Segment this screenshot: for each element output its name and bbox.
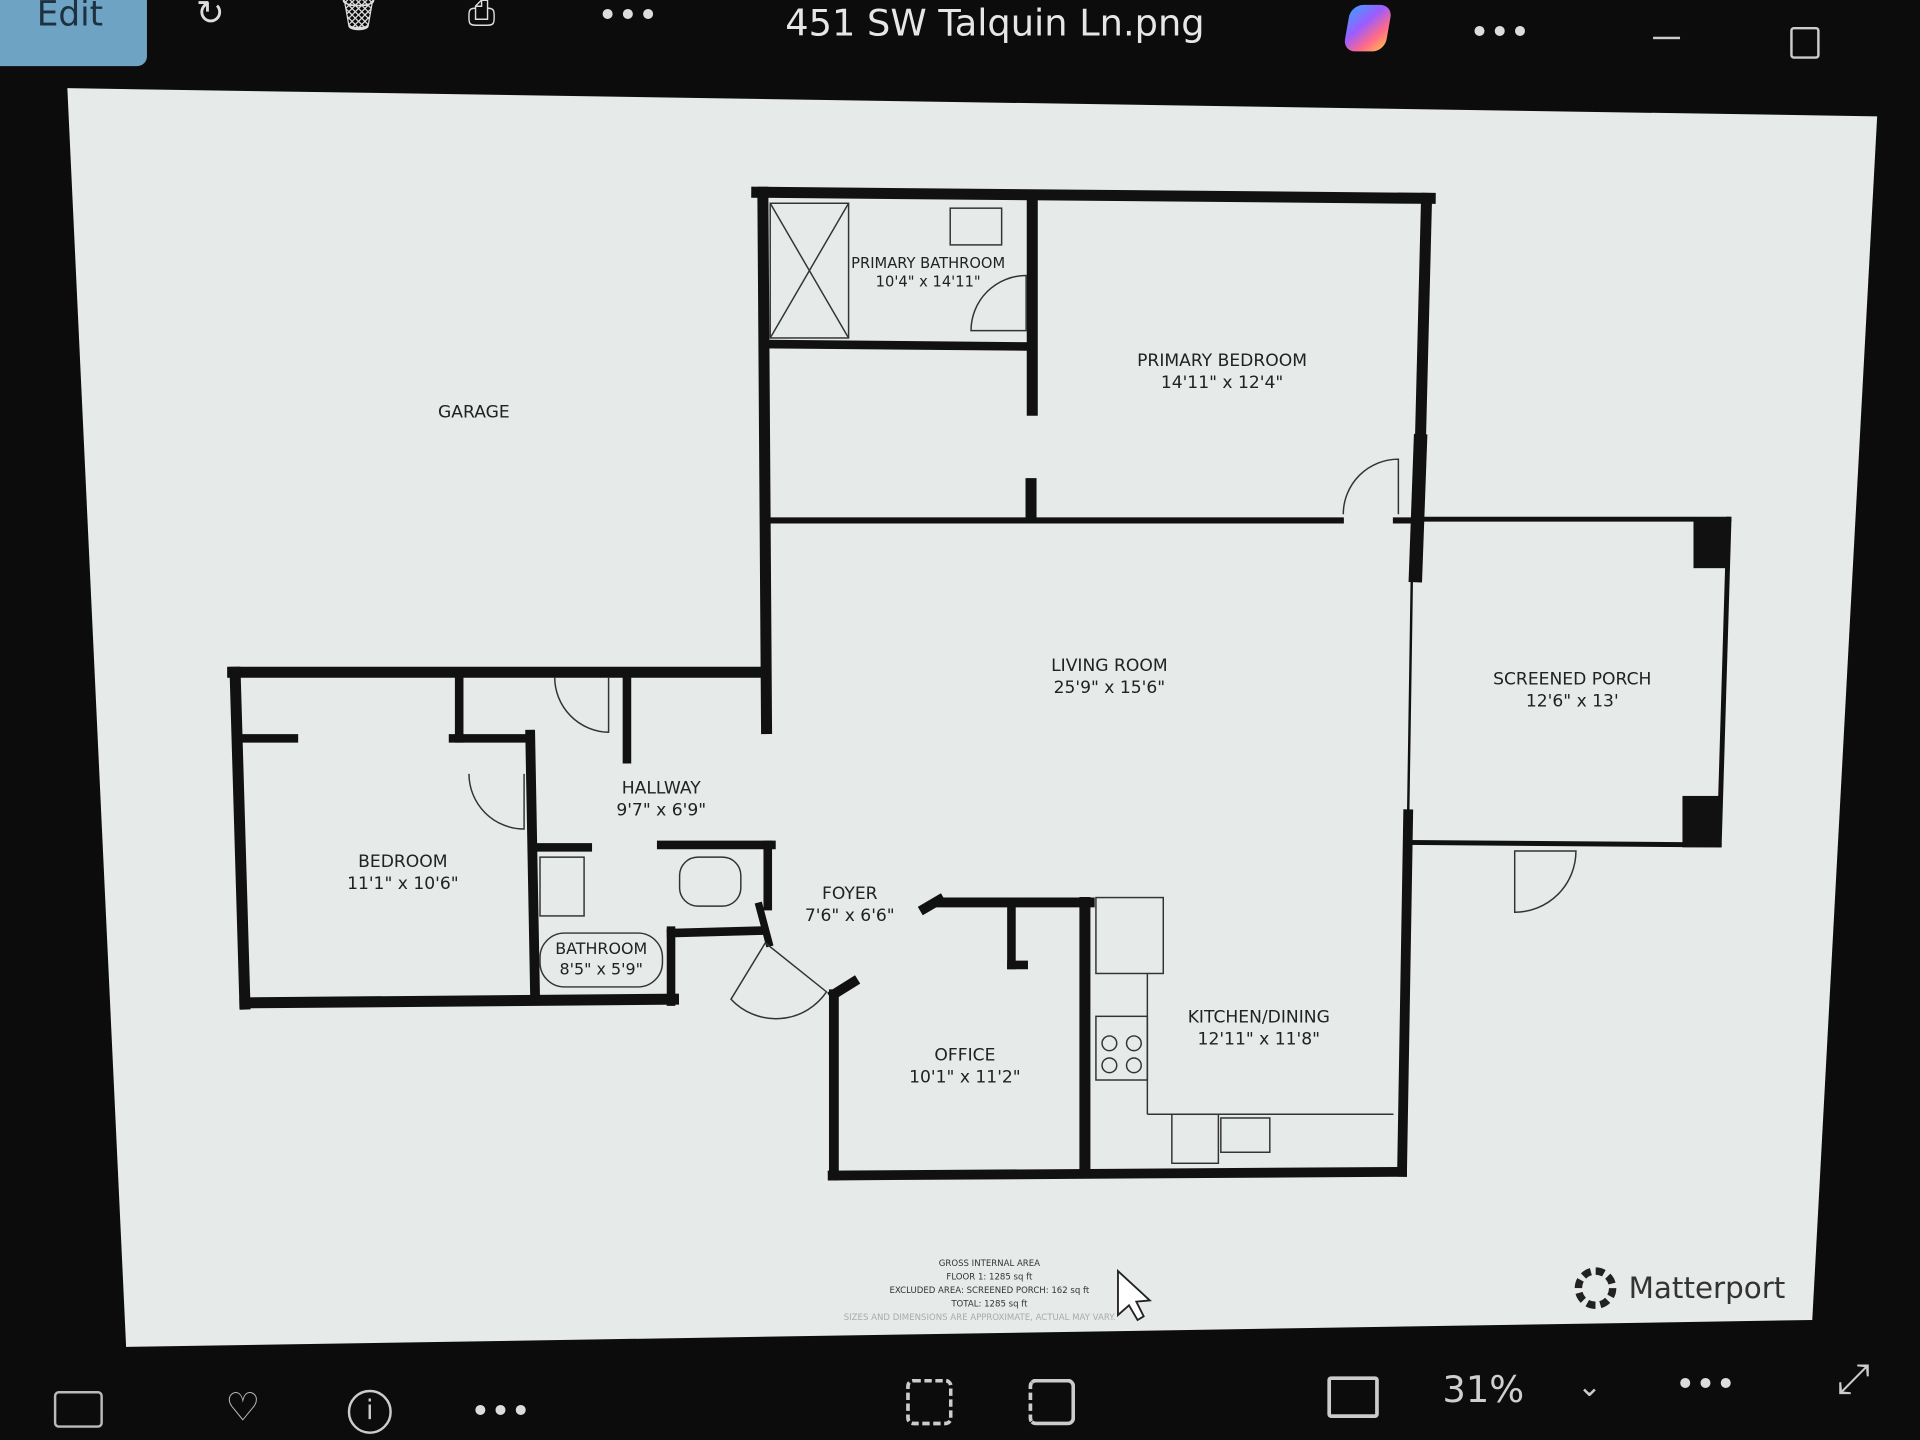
area-note: GROSS INTERNAL AREA xyxy=(939,1259,1040,1269)
plan-mark xyxy=(1574,1267,1617,1309)
more-options-button-4[interactable]: ••• xyxy=(1675,1364,1736,1405)
wall xyxy=(827,975,861,1002)
wall xyxy=(763,339,1037,351)
area-note: SIZES AND DIMENSIONS ARE APPROXIMATE, AC… xyxy=(844,1313,1116,1323)
room-name: KITCHEN/DINING xyxy=(1188,1007,1330,1027)
room-dims: 11'1" x 10'6" xyxy=(347,874,459,894)
room-name: LIVING ROOM xyxy=(1051,656,1168,676)
edit-label: Edit xyxy=(36,0,104,35)
visual-search-icon[interactable] xyxy=(906,1378,953,1426)
more-options-button-2[interactable]: ••• xyxy=(1469,12,1531,53)
print-icon[interactable]: ⎙ xyxy=(467,0,496,34)
plan-mark xyxy=(468,773,525,830)
room-name: BATHROOM xyxy=(555,939,647,958)
area-note: FLOOR 1: 1285 sq ft xyxy=(946,1273,1033,1283)
wall xyxy=(525,729,541,1003)
room-dims: 10'4" x 14'11" xyxy=(876,274,981,291)
wall xyxy=(751,186,1436,204)
plan-mark xyxy=(553,677,610,734)
wall xyxy=(827,1166,1407,1181)
expand-icon[interactable]: ⤢ xyxy=(1836,1354,1871,1404)
wall xyxy=(769,202,850,339)
plan-mark xyxy=(678,856,742,907)
wall xyxy=(239,993,680,1009)
room-dims: 9'7" x 6'9" xyxy=(616,801,706,821)
wall xyxy=(754,901,774,948)
plan-mark xyxy=(949,207,1003,246)
plan-mark xyxy=(1682,795,1720,848)
more-options-button-3[interactable]: ••• xyxy=(470,1391,531,1432)
file-title: 451 SW Talquin Ln.png xyxy=(785,2,1205,46)
brand-name: Matterport xyxy=(1629,1271,1786,1305)
fixtures xyxy=(468,202,1577,1165)
room-dims: 12'11" x 11'8" xyxy=(1198,1029,1320,1049)
room-name: HALLWAY xyxy=(622,778,701,798)
room-dims: 25'9" x 15'6" xyxy=(1054,678,1166,698)
area-note: EXCLUDED AREA: SCREENED PORCH: 162 sq ft xyxy=(890,1286,1090,1296)
wall xyxy=(1408,433,1428,583)
area-note: TOTAL: 1285 sq ft xyxy=(950,1300,1028,1310)
rotate-icon[interactable]: ↻ xyxy=(195,0,225,34)
room-dims: 12'6" x 13' xyxy=(1526,692,1619,712)
plan-mark xyxy=(1220,1117,1271,1153)
plan-mark xyxy=(1095,896,1165,975)
plan-mark xyxy=(1101,1057,1118,1074)
wall xyxy=(757,186,773,735)
plan-mark xyxy=(1101,1035,1118,1052)
room-dims: 10'1" x 11'2" xyxy=(909,1067,1021,1087)
chevron-down-icon[interactable]: ⌄ xyxy=(1577,1368,1602,1404)
plan-mark xyxy=(1125,1057,1142,1074)
info-icon[interactable]: i xyxy=(347,1389,392,1434)
wall xyxy=(1405,839,1722,848)
wall xyxy=(1406,574,1414,816)
zoom-level[interactable]: 31% xyxy=(1442,1368,1525,1412)
maximize-button[interactable] xyxy=(1790,26,1820,59)
plan-mark xyxy=(1171,1113,1220,1165)
room-name: SCREENED PORCH xyxy=(1493,669,1651,689)
minimize-button[interactable] xyxy=(1653,36,1681,40)
walls xyxy=(227,186,1732,1181)
plan-mark xyxy=(1125,1035,1142,1052)
text-scan-icon[interactable] xyxy=(1028,1378,1076,1426)
plan-mark xyxy=(970,274,1027,332)
room-dims: 7'6" x 6'6" xyxy=(805,906,895,926)
plan-mark xyxy=(1693,519,1728,569)
wall xyxy=(229,666,251,1010)
favorite-heart-icon[interactable]: ♡ xyxy=(225,1383,261,1431)
room-name: FOYER xyxy=(822,884,878,904)
room-name: OFFICE xyxy=(934,1045,995,1065)
room-name: GARAGE xyxy=(438,403,510,423)
filmstrip-icon[interactable] xyxy=(53,1391,103,1428)
wall xyxy=(1414,192,1433,447)
room-dims: 8'5" x 5'9" xyxy=(560,960,643,979)
fit-image-icon[interactable] xyxy=(1327,1376,1379,1418)
more-options-button[interactable]: ••• xyxy=(597,0,659,36)
plan-mark xyxy=(769,202,850,339)
room-name: PRIMARY BEDROOM xyxy=(1137,351,1307,371)
matterport-logo: Matterport xyxy=(1574,1267,1786,1309)
mouse-cursor-icon xyxy=(1117,1268,1152,1322)
plan-mark xyxy=(539,932,664,988)
wall xyxy=(1716,516,1732,848)
plan-mark xyxy=(539,856,585,917)
plan-mark xyxy=(1342,458,1400,515)
edit-button[interactable]: Edit xyxy=(0,0,147,67)
wall xyxy=(1397,809,1414,1177)
plan-mark xyxy=(730,941,828,1020)
delete-icon[interactable]: 🗑 xyxy=(336,0,381,34)
wall xyxy=(666,926,767,938)
room-name: BEDROOM xyxy=(358,852,447,872)
room-labels: GARAGE PRIMARY BATHROOM 10'4" x 14'11" P… xyxy=(347,255,1651,1087)
room-dims: 14'11" x 12'4" xyxy=(1161,373,1283,393)
area-notes: GROSS INTERNAL AREA FLOOR 1: 1285 sq ft … xyxy=(844,1259,1116,1323)
room-name: PRIMARY BATHROOM xyxy=(851,255,1005,272)
plan-mark xyxy=(1513,850,1577,913)
